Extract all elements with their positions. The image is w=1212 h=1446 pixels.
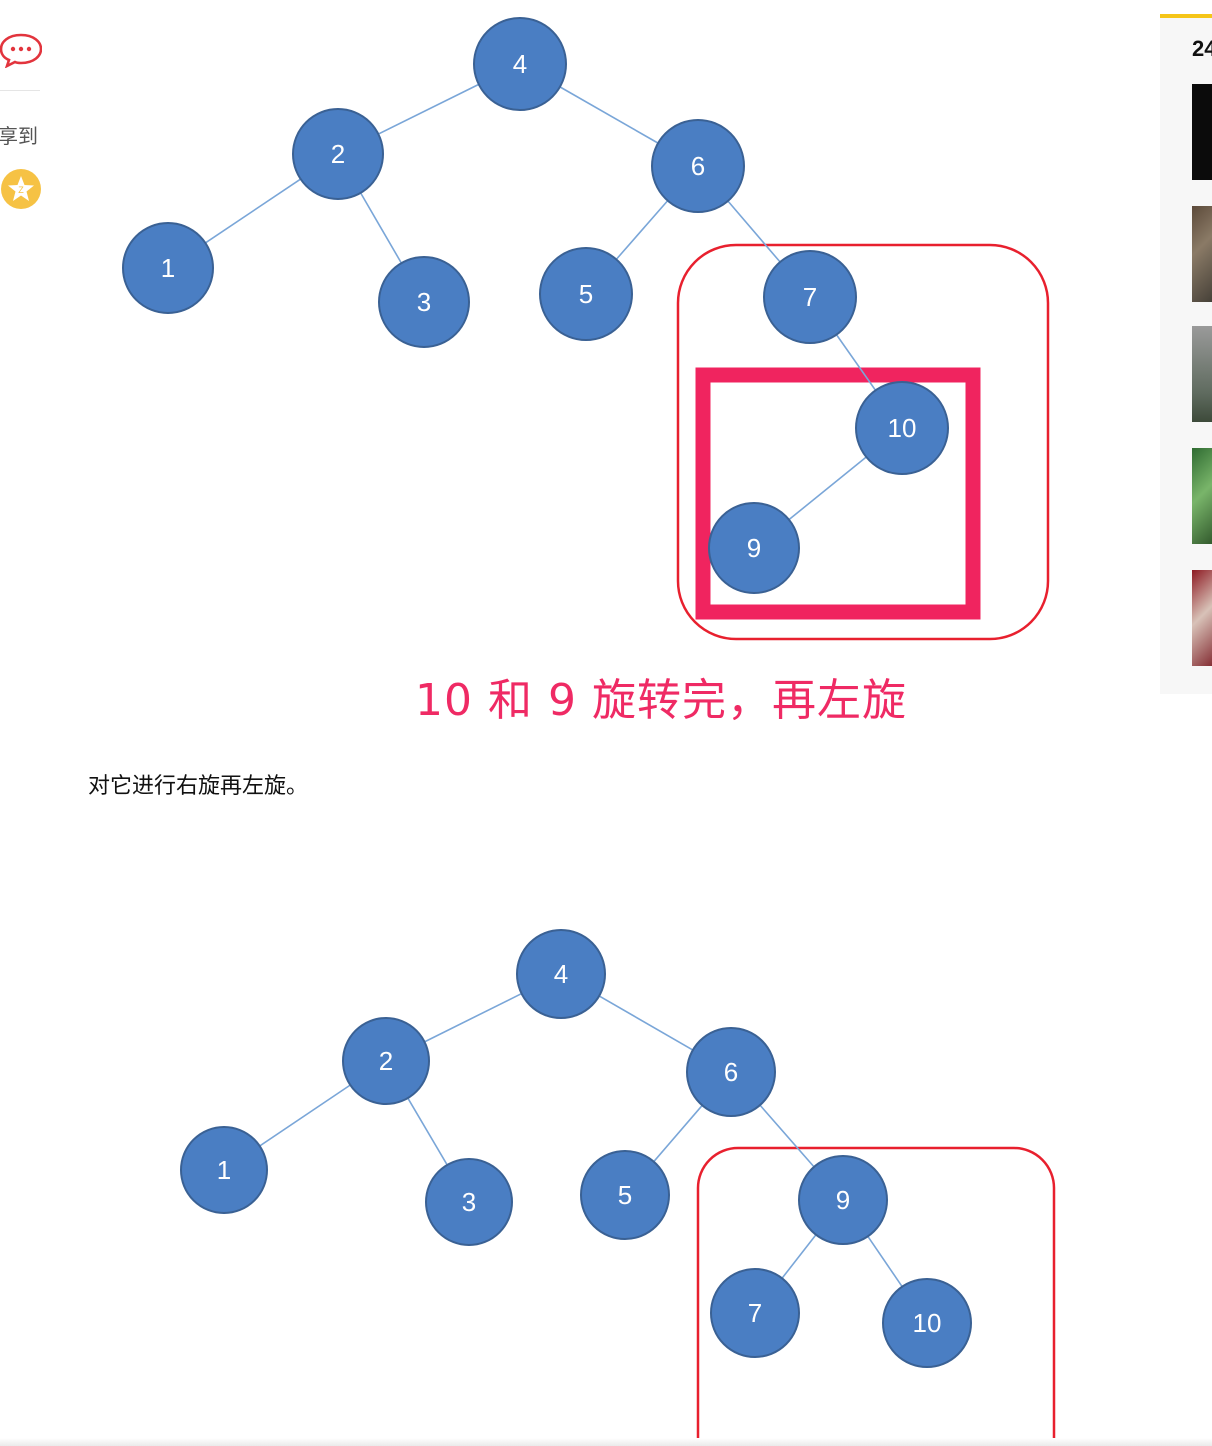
left-toolbar: 享到 Z [0, 0, 48, 260]
top-edge-6-7 [727, 200, 781, 263]
red-art-thumbnail[interactable] [1192, 570, 1212, 666]
top-node-circle-4 [473, 17, 567, 111]
right-sidebar: 24 [1160, 14, 1212, 694]
bottom-node-circle-10 [882, 1278, 972, 1368]
bottom-node-label-3: 3 [462, 1187, 476, 1217]
bottom-node-circle-9 [798, 1155, 888, 1245]
rotation-subtree-outline [676, 243, 1050, 641]
bottom-node-circle-2 [342, 1017, 430, 1105]
top-node-label-1: 1 [161, 253, 175, 283]
body-paragraph: 对它进行右旋再左旋。 [88, 774, 309, 799]
bottom-node-5: 5 [580, 1150, 670, 1240]
bottom-node-label-10: 10 [913, 1308, 942, 1338]
top-node-1: 1 [122, 222, 214, 314]
top-node-4: 4 [473, 17, 567, 111]
bottom-edge-2-3 [407, 1097, 448, 1166]
bottom-node-label-2: 2 [379, 1046, 393, 1076]
bottom-node-3: 3 [425, 1158, 513, 1246]
bottom-node-6: 6 [686, 1027, 776, 1117]
top-node-circle-6 [651, 119, 745, 213]
bottom-node-2: 2 [342, 1017, 430, 1105]
bottom-node-circle-7 [710, 1268, 800, 1358]
bottom-node-circle-6 [686, 1027, 776, 1117]
top-node-2: 2 [292, 108, 384, 200]
top-node-7: 7 [763, 250, 857, 344]
bottom-edge-2-1 [259, 1084, 351, 1147]
avl-tree-diagrams: 4 2 6 1 3 5 7 10 9 4 2 6 1 3 5 9 7 10 [122, 17, 1056, 1446]
star-badge-icon[interactable]: Z [0, 168, 42, 210]
top-node-circle-9 [708, 502, 800, 594]
rotation-caption: 10 和 9 旋转完，再左旋 [415, 675, 907, 726]
share-label[interactable]: 享到 [0, 124, 38, 148]
top-node-label-3: 3 [417, 287, 431, 317]
green-plants-thumbnail[interactable] [1192, 448, 1212, 544]
bottom-node-label-6: 6 [724, 1057, 738, 1087]
top-node-circle-1 [122, 222, 214, 314]
top-tree-nodes: 4 2 6 1 3 5 7 10 9 [122, 17, 949, 594]
top-node-label-5: 5 [579, 279, 593, 309]
top-edge-2-1 [204, 178, 302, 244]
top-node-circle-10 [855, 381, 949, 475]
top-edge-10-9 [788, 456, 867, 521]
bottom-edge-9-10 [867, 1235, 903, 1288]
bottom-node-circle-1 [180, 1126, 268, 1214]
bottom-edge-6-5 [653, 1104, 703, 1163]
bottom-node-10: 10 [882, 1278, 972, 1368]
bottom-node-label-9: 9 [836, 1185, 850, 1215]
top-tree-edges [204, 83, 877, 521]
gray-photo-thumbnail[interactable] [1192, 326, 1212, 422]
bottom-edge-4-2 [424, 992, 522, 1043]
bottom-tree-edges [259, 992, 903, 1288]
top-node-3: 3 [378, 256, 470, 348]
top-node-9: 9 [708, 502, 800, 594]
comment-bubble-icon[interactable] [0, 30, 42, 68]
top-node-10: 10 [855, 381, 949, 475]
top-node-circle-3 [378, 256, 470, 348]
bottom-node-circle-4 [516, 929, 606, 1019]
bottom-node-label-5: 5 [618, 1180, 632, 1210]
rail-divider [0, 90, 40, 91]
top-node-circle-5 [539, 247, 633, 341]
bottom-edge-4-6 [598, 995, 694, 1051]
top-node-label-6: 6 [691, 151, 705, 181]
top-node-label-9: 9 [747, 533, 761, 563]
top-node-label-10: 10 [888, 413, 917, 443]
bottom-node-4: 4 [516, 929, 606, 1019]
top-node-5: 5 [539, 247, 633, 341]
bottom-node-label-1: 1 [217, 1155, 231, 1185]
top-node-6: 6 [651, 119, 745, 213]
balanced-subtree-outline [696, 1146, 1056, 1446]
top-node-circle-7 [763, 250, 857, 344]
bottom-edge-6-9 [759, 1104, 815, 1168]
top-edge-4-6 [559, 86, 659, 144]
bottom-node-7: 7 [710, 1268, 800, 1358]
bottom-node-1: 1 [180, 1126, 268, 1214]
svg-text:Z: Z [18, 185, 24, 195]
top-node-circle-2 [292, 108, 384, 200]
bottom-node-label-4: 4 [554, 959, 568, 989]
bottom-node-label-7: 7 [748, 1298, 762, 1328]
dark-thumbnail[interactable] [1192, 84, 1212, 180]
bottom-edge-9-7 [781, 1234, 817, 1279]
sidebar-count: 24 [1192, 36, 1212, 61]
top-node-label-2: 2 [331, 139, 345, 169]
top-node-label-7: 7 [803, 282, 817, 312]
top-node-label-4: 4 [513, 49, 527, 79]
bottom-node-circle-5 [580, 1150, 670, 1240]
bottom-edge-shadow [0, 1438, 1212, 1446]
top-edge-2-3 [359, 192, 403, 264]
street-photo-thumbnail[interactable] [1192, 206, 1212, 302]
top-edge-7-10 [835, 334, 877, 391]
top-edge-4-2 [377, 83, 480, 135]
bottom-node-9: 9 [798, 1155, 888, 1245]
bottom-node-circle-3 [425, 1158, 513, 1246]
top-edge-6-5 [615, 200, 669, 260]
bottom-tree-nodes: 4 2 6 1 3 5 9 7 10 [180, 929, 972, 1368]
rotated-pair-highlight [695, 367, 981, 620]
